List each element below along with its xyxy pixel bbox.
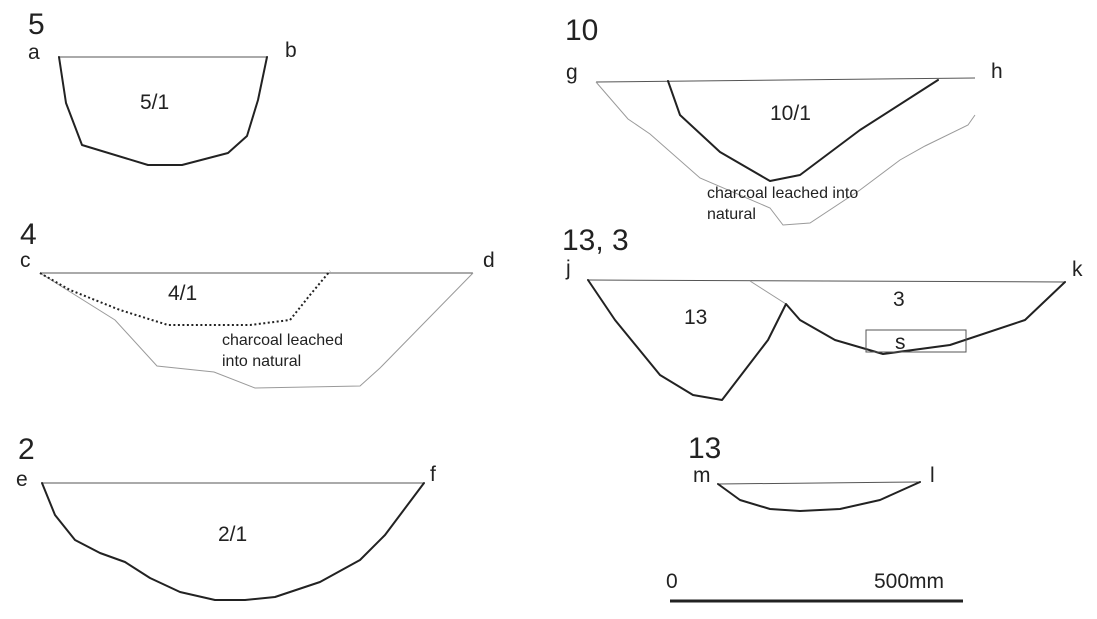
section-13-datum-line [717, 481, 921, 485]
section-10-title: 10 [565, 14, 598, 47]
section-4: 4 c d 4/1 charcoal leached into natural [20, 218, 495, 389]
section-13-3-inclusion-label: s [895, 331, 906, 354]
section-13-3-left-fill-label: 13 [684, 306, 707, 329]
section-10-datum-line [595, 77, 976, 83]
section-5-point-a: a [28, 41, 40, 64]
section-13-3-point-j: j [565, 257, 571, 280]
section-5-fill-label: 5/1 [140, 91, 169, 114]
section-13-3-point-k: k [1072, 258, 1083, 281]
section-10-point-h: h [991, 60, 1003, 83]
section-4-cut-profile [39, 272, 474, 389]
section-13-3-inclusion-box [865, 329, 967, 353]
section-4-point-c: c [20, 249, 31, 272]
section-5-point-b: b [285, 39, 297, 62]
section-13-3-fill-interface [749, 280, 787, 305]
section-4-note-line1: charcoal leached [222, 332, 343, 349]
section-13-3: 13, 3 j k 13 3 s [562, 224, 1083, 401]
section-13-point-l: l [930, 464, 935, 487]
section-10-note-line1: charcoal leached into [707, 185, 858, 202]
section-2-title: 2 [18, 433, 35, 466]
section-13-title: 13 [688, 432, 721, 465]
section-13-profile [717, 481, 921, 512]
section-10: 10 g h 10/1 charcoal leached into natura… [565, 14, 1003, 226]
section-5: 5 a b 5/1 [28, 8, 297, 166]
section-2: 2 e f 2/1 [16, 433, 436, 601]
section-10-fill-label: 10/1 [770, 102, 811, 125]
scale-bar: 0 500mm [666, 570, 963, 603]
section-4-note-line2: into natural [222, 353, 301, 370]
scale-bar-start-label: 0 [666, 570, 678, 593]
section-13-3-right-fill-label: 3 [893, 288, 905, 311]
section-5-title: 5 [28, 8, 45, 41]
scale-bar-end-label: 500mm [874, 570, 944, 593]
section-4-point-d: d [483, 249, 495, 272]
section-13-3-profile [587, 279, 1066, 401]
section-2-profile [41, 482, 425, 601]
section-5-profile [58, 56, 268, 166]
section-10-note-line2: natural [707, 206, 756, 223]
section-4-title: 4 [20, 218, 37, 251]
section-4-fill-label: 4/1 [168, 282, 197, 305]
section-2-fill-label: 2/1 [218, 523, 247, 546]
section-2-point-e: e [16, 468, 28, 491]
section-13-3-title: 13, 3 [562, 224, 629, 257]
section-13-point-m: m [693, 464, 711, 487]
section-10-profile [667, 79, 939, 182]
section-13: 13 m l [688, 432, 935, 512]
section-10-leached-extent [595, 81, 976, 226]
section-2-point-f: f [430, 463, 436, 486]
section-13-3-datum-line [587, 279, 1066, 283]
section-10-point-g: g [566, 61, 578, 84]
